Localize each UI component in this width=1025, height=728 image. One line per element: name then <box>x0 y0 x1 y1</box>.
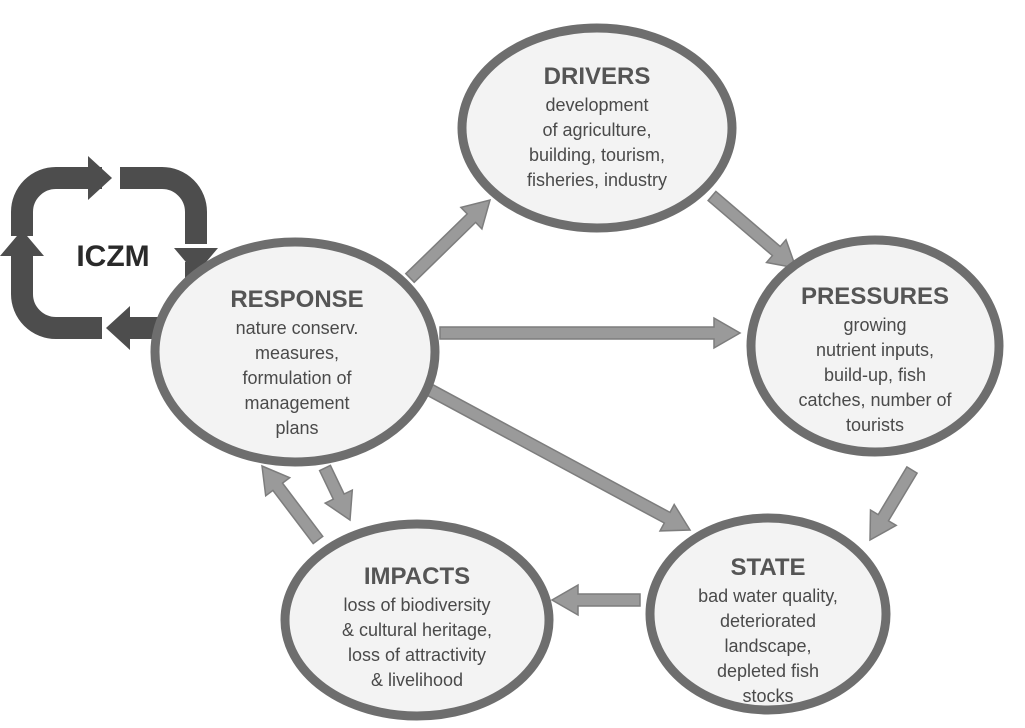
impacts-line-3: loss of attractivity <box>348 645 486 665</box>
iczm-arrowhead-left <box>0 230 44 256</box>
iczm-arrowhead-right <box>174 248 218 274</box>
impacts-title: IMPACTS <box>364 563 470 590</box>
drivers-line-2: of agriculture, <box>542 120 651 140</box>
node-state: STATE bad water quality, deteriorated la… <box>645 513 891 715</box>
drivers-line-1: development <box>545 95 648 115</box>
iczm-gap-top <box>102 160 120 200</box>
node-pressures: PRESSURES growing nutrient inputs, build… <box>746 235 1004 457</box>
arrow-state-to-impacts <box>550 583 641 617</box>
arrow-response-to-pressures <box>439 316 742 350</box>
iczm-label: ICZM <box>76 240 149 273</box>
arrow-response-to-drivers <box>404 198 492 284</box>
pressures-line-1: growing <box>843 315 906 335</box>
impacts-line-4: & livelihood <box>371 670 463 690</box>
drivers-line-3: building, tourism, <box>529 145 665 165</box>
pressures-title: PRESSURES <box>801 283 949 310</box>
drivers-line-4: fisheries, industry <box>527 170 667 190</box>
node-impacts: IMPACTS loss of biodiversity & cultural … <box>280 519 554 721</box>
pressures-line-5: tourists <box>846 415 904 435</box>
response-line-1: nature conserv. <box>236 318 359 338</box>
state-line-5: stocks <box>742 686 793 706</box>
impacts-line-1: loss of biodiversity <box>343 595 490 615</box>
response-line-3: formulation of <box>242 368 352 388</box>
iczm-cycle-icon: ICZM <box>0 156 218 350</box>
response-line-2: measures, <box>255 343 339 363</box>
drivers-title: DRIVERS <box>544 63 651 90</box>
state-ellipse <box>645 513 891 715</box>
arrow-impacts-to-response <box>261 464 324 545</box>
node-drivers: DRIVERS development of agriculture, buil… <box>457 23 737 233</box>
arrow-response-to-state <box>426 383 692 532</box>
state-line-3: landscape, <box>724 636 811 656</box>
arrow-pressures-to-state <box>869 465 919 542</box>
pressures-line-2: nutrient inputs, <box>816 340 934 360</box>
iczm-arrowhead-bottom <box>106 306 130 350</box>
impacts-ellipse <box>280 519 554 721</box>
impacts-line-2: & cultural heritage, <box>342 620 492 640</box>
arrow-drivers-to-pressures <box>707 190 798 269</box>
pressures-line-4: catches, number of <box>798 390 952 410</box>
state-title: STATE <box>730 554 805 581</box>
drivers-ellipse <box>457 23 737 233</box>
state-line-1: bad water quality, <box>698 586 838 606</box>
response-ellipse <box>150 237 440 467</box>
arrow-response-to-impacts <box>318 464 354 522</box>
response-line-4: management <box>244 393 349 413</box>
response-line-5: plans <box>275 418 318 438</box>
pressures-line-3: build-up, fish <box>824 365 926 385</box>
arrows-layer <box>261 190 919 617</box>
response-title: RESPONSE <box>230 286 363 313</box>
state-line-4: depleted fish <box>717 661 819 681</box>
pressures-ellipse <box>746 235 1004 457</box>
state-line-2: deteriorated <box>720 611 816 631</box>
iczm-arrowhead-top <box>88 156 112 200</box>
node-response: RESPONSE nature conserv. measures, formu… <box>150 237 440 467</box>
